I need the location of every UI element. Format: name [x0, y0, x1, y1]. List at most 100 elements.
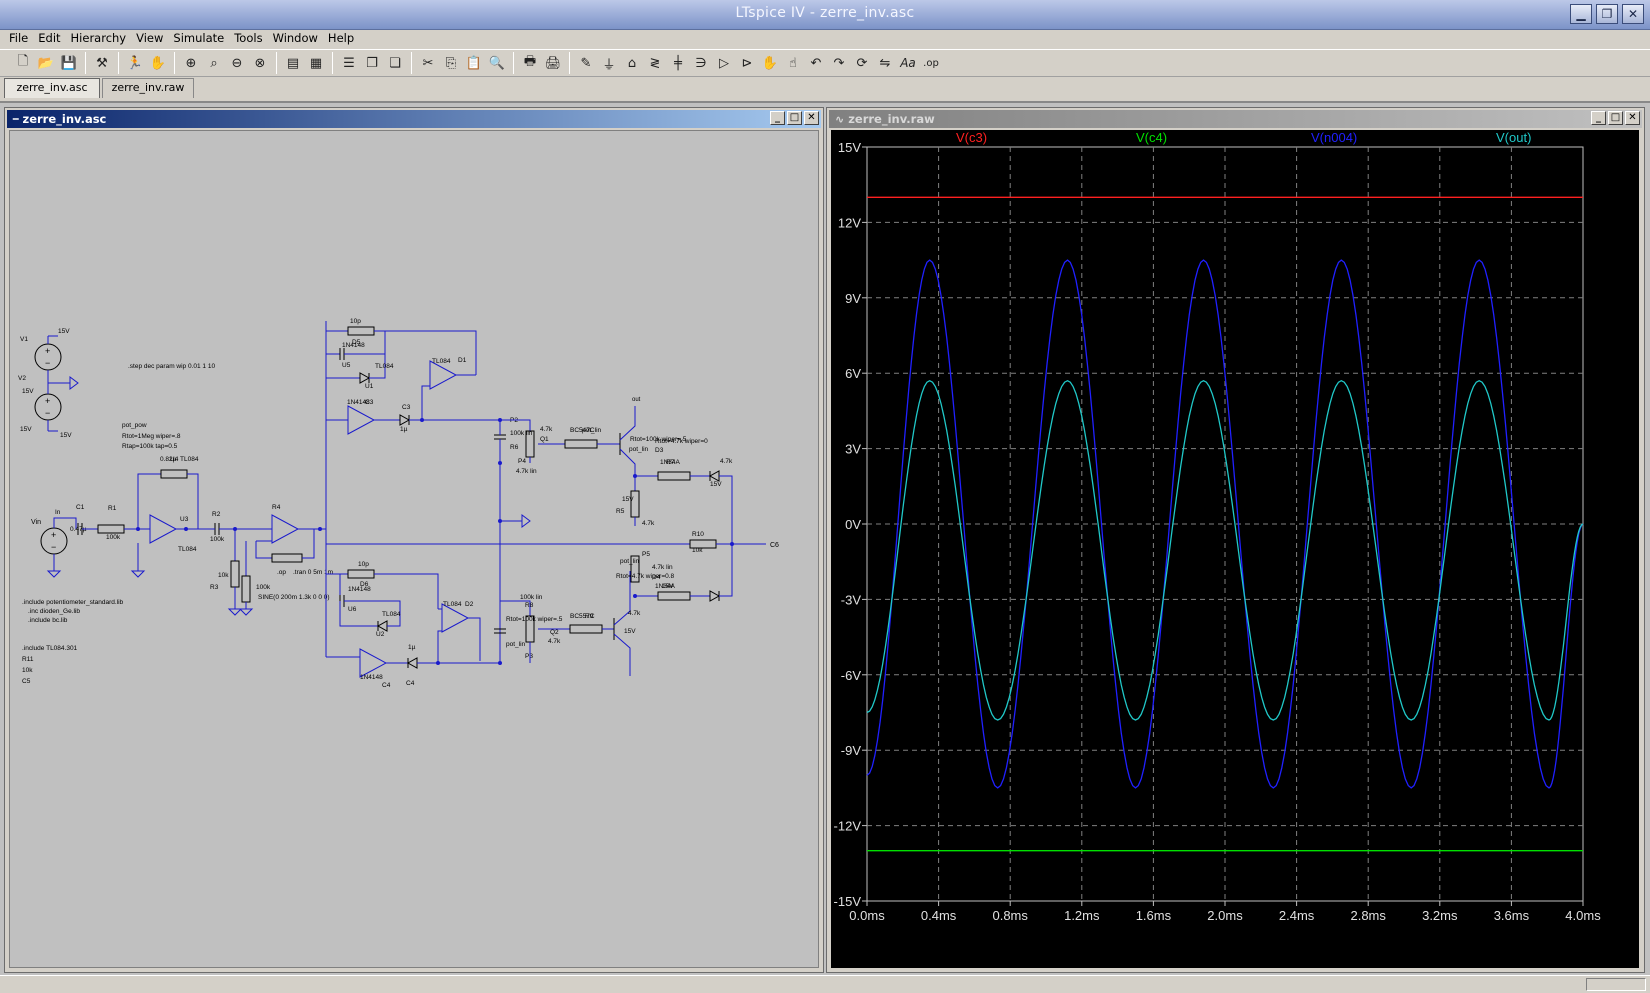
schematic-label: V1 [20, 336, 28, 343]
find-icon[interactable]: 🔍 [488, 55, 506, 71]
zoom-out-icon[interactable]: ⊖ [231, 55, 243, 71]
restore-icon[interactable]: ❐ [1596, 4, 1618, 24]
menu-file[interactable]: File [9, 31, 29, 45]
zoom-in-icon[interactable]: ⊕ [185, 55, 197, 71]
y-tick-label: 9V [845, 291, 861, 306]
zoom-pan-icon[interactable]: ⌕ [210, 55, 218, 71]
minimize-icon[interactable]: ▁ [1570, 4, 1592, 24]
move-icon[interactable]: ✋ [761, 55, 779, 71]
drag-icon[interactable]: ☝ [789, 55, 797, 71]
opamp-u1 [347, 405, 376, 435]
y-tick-label: 0V [845, 517, 861, 532]
schematic-label: 15V [662, 583, 674, 590]
tile-horizontal-icon[interactable]: ☰ [343, 55, 355, 71]
schematic-label: 15V [20, 426, 32, 433]
wire [339, 601, 378, 627]
print-setup-icon[interactable]: 🖶 [523, 54, 537, 69]
waveform-window-titlebar[interactable]: ∿ zerre_inv.raw _ □ ✕ [829, 110, 1642, 128]
resistor-icon[interactable]: ≷ [649, 55, 661, 71]
net-flag [521, 514, 531, 528]
paste-icon[interactable]: 📋 [465, 55, 483, 71]
schematic-label: Q2 [550, 629, 559, 636]
schematic-label: 1µ [400, 426, 408, 433]
diode-d2 [406, 657, 418, 669]
series-line-vout [866, 379, 1584, 721]
draw-wire-icon[interactable]: ✎ [580, 55, 592, 71]
resistor-r10 [347, 569, 375, 579]
text-icon[interactable]: Aa [900, 56, 916, 70]
spice-directive-icon[interactable]: .op [923, 57, 939, 69]
menu-view[interactable]: View [136, 31, 164, 45]
print-icon[interactable]: 🖨 [544, 55, 562, 71]
junction-dot [318, 527, 322, 531]
menu-help[interactable]: Help [327, 31, 355, 45]
schematic-window-titlebar[interactable]: ⎯ zerre_inv.asc _ □ ✕ [7, 110, 821, 128]
junction-dot [498, 661, 502, 665]
run-icon[interactable]: 🏃 [126, 55, 144, 71]
schematic-label: pot_lin [506, 641, 526, 648]
schematic-label: C4 [382, 682, 391, 689]
schematic-label: TL084 [432, 358, 451, 365]
schematic-label: pot_lin [582, 427, 602, 434]
schematic-label: R11 [22, 656, 34, 663]
halt-icon[interactable]: ✋ [149, 55, 167, 71]
redo-icon[interactable]: ↷ [833, 55, 845, 71]
p1-value: U4 TL084 [170, 456, 199, 463]
rotate-icon[interactable]: ⟳ [856, 55, 868, 71]
menu-hierarchy[interactable]: Hierarchy [70, 31, 127, 45]
legend-vc4: V(c4) [1136, 130, 1167, 145]
autorange-icon[interactable]: ▤ [286, 55, 300, 71]
maximize-icon[interactable]: □ [1608, 111, 1623, 125]
open-icon[interactable]: 📂 [37, 55, 55, 71]
capacitor-icon[interactable]: ╪ [674, 55, 682, 71]
maximize-icon[interactable]: □ [787, 111, 802, 125]
schematic-label: 4.7k [548, 638, 561, 645]
inductor-icon[interactable]: ∋ [695, 55, 707, 71]
menu-simulate[interactable]: Simulate [173, 31, 225, 45]
ground-icon[interactable]: ⏚ [602, 57, 616, 73]
schematic-window-title: zerre_inv.asc [22, 112, 107, 126]
cascade-icon[interactable]: ❐ [366, 55, 378, 71]
capacitor-c6 [339, 595, 345, 607]
toolbar-separator [85, 52, 86, 74]
y-tick-label: 15V [838, 140, 861, 155]
close-icon[interactable]: ✕ [1625, 111, 1640, 125]
grid-icon[interactable]: ▦ [309, 55, 323, 71]
schematic-label: TL084 [178, 546, 197, 553]
tab-waveform[interactable]: zerre_inv.raw [102, 78, 194, 98]
toolbar-separator [569, 52, 570, 74]
wire [613, 633, 631, 676]
new-schematic-icon[interactable]: 🗋 [17, 54, 29, 69]
minimize-icon[interactable]: _ [1591, 111, 1606, 125]
x-tick-label: 1.6ms [1136, 908, 1172, 923]
schematic-label: 1N4148 [342, 342, 365, 349]
schematic-label: .include TL084.301 [22, 645, 78, 652]
y-tick-label: -15V [834, 894, 862, 909]
diode-icon[interactable]: ▷ [719, 55, 729, 71]
schematic-label: 1N4148 [360, 674, 383, 681]
control-panel-icon[interactable]: ⚒ [96, 55, 108, 71]
menu-window[interactable]: Window [272, 31, 318, 45]
ground-icon [238, 608, 254, 616]
cut-icon[interactable]: ✂ [422, 55, 434, 71]
save-icon[interactable]: 💾 [60, 55, 78, 71]
tile-vertical-icon[interactable]: ❏ [389, 55, 401, 71]
zoom-fit-icon[interactable]: ⊗ [254, 55, 266, 71]
close-icon[interactable]: ✕ [1622, 4, 1644, 24]
close-icon[interactable]: ✕ [804, 111, 819, 125]
schematic-label: D6 [360, 581, 369, 588]
label-net-icon[interactable]: ⌂ [627, 55, 637, 71]
schematic-label: U6 [348, 606, 357, 613]
diode-d1 [399, 414, 411, 426]
minimize-icon[interactable]: _ [770, 111, 785, 125]
undo-icon[interactable]: ↶ [810, 55, 822, 71]
menu-edit[interactable]: Edit [38, 31, 61, 45]
mirror-icon[interactable]: ⇋ [879, 55, 891, 71]
copy-icon[interactable]: ⎘ [445, 55, 457, 71]
resistor-p1 [160, 469, 188, 479]
tab-schematic[interactable]: zerre_inv.asc [4, 78, 100, 98]
component-icon[interactable]: ⊳ [741, 55, 753, 71]
menu-tools[interactable]: Tools [234, 31, 263, 45]
